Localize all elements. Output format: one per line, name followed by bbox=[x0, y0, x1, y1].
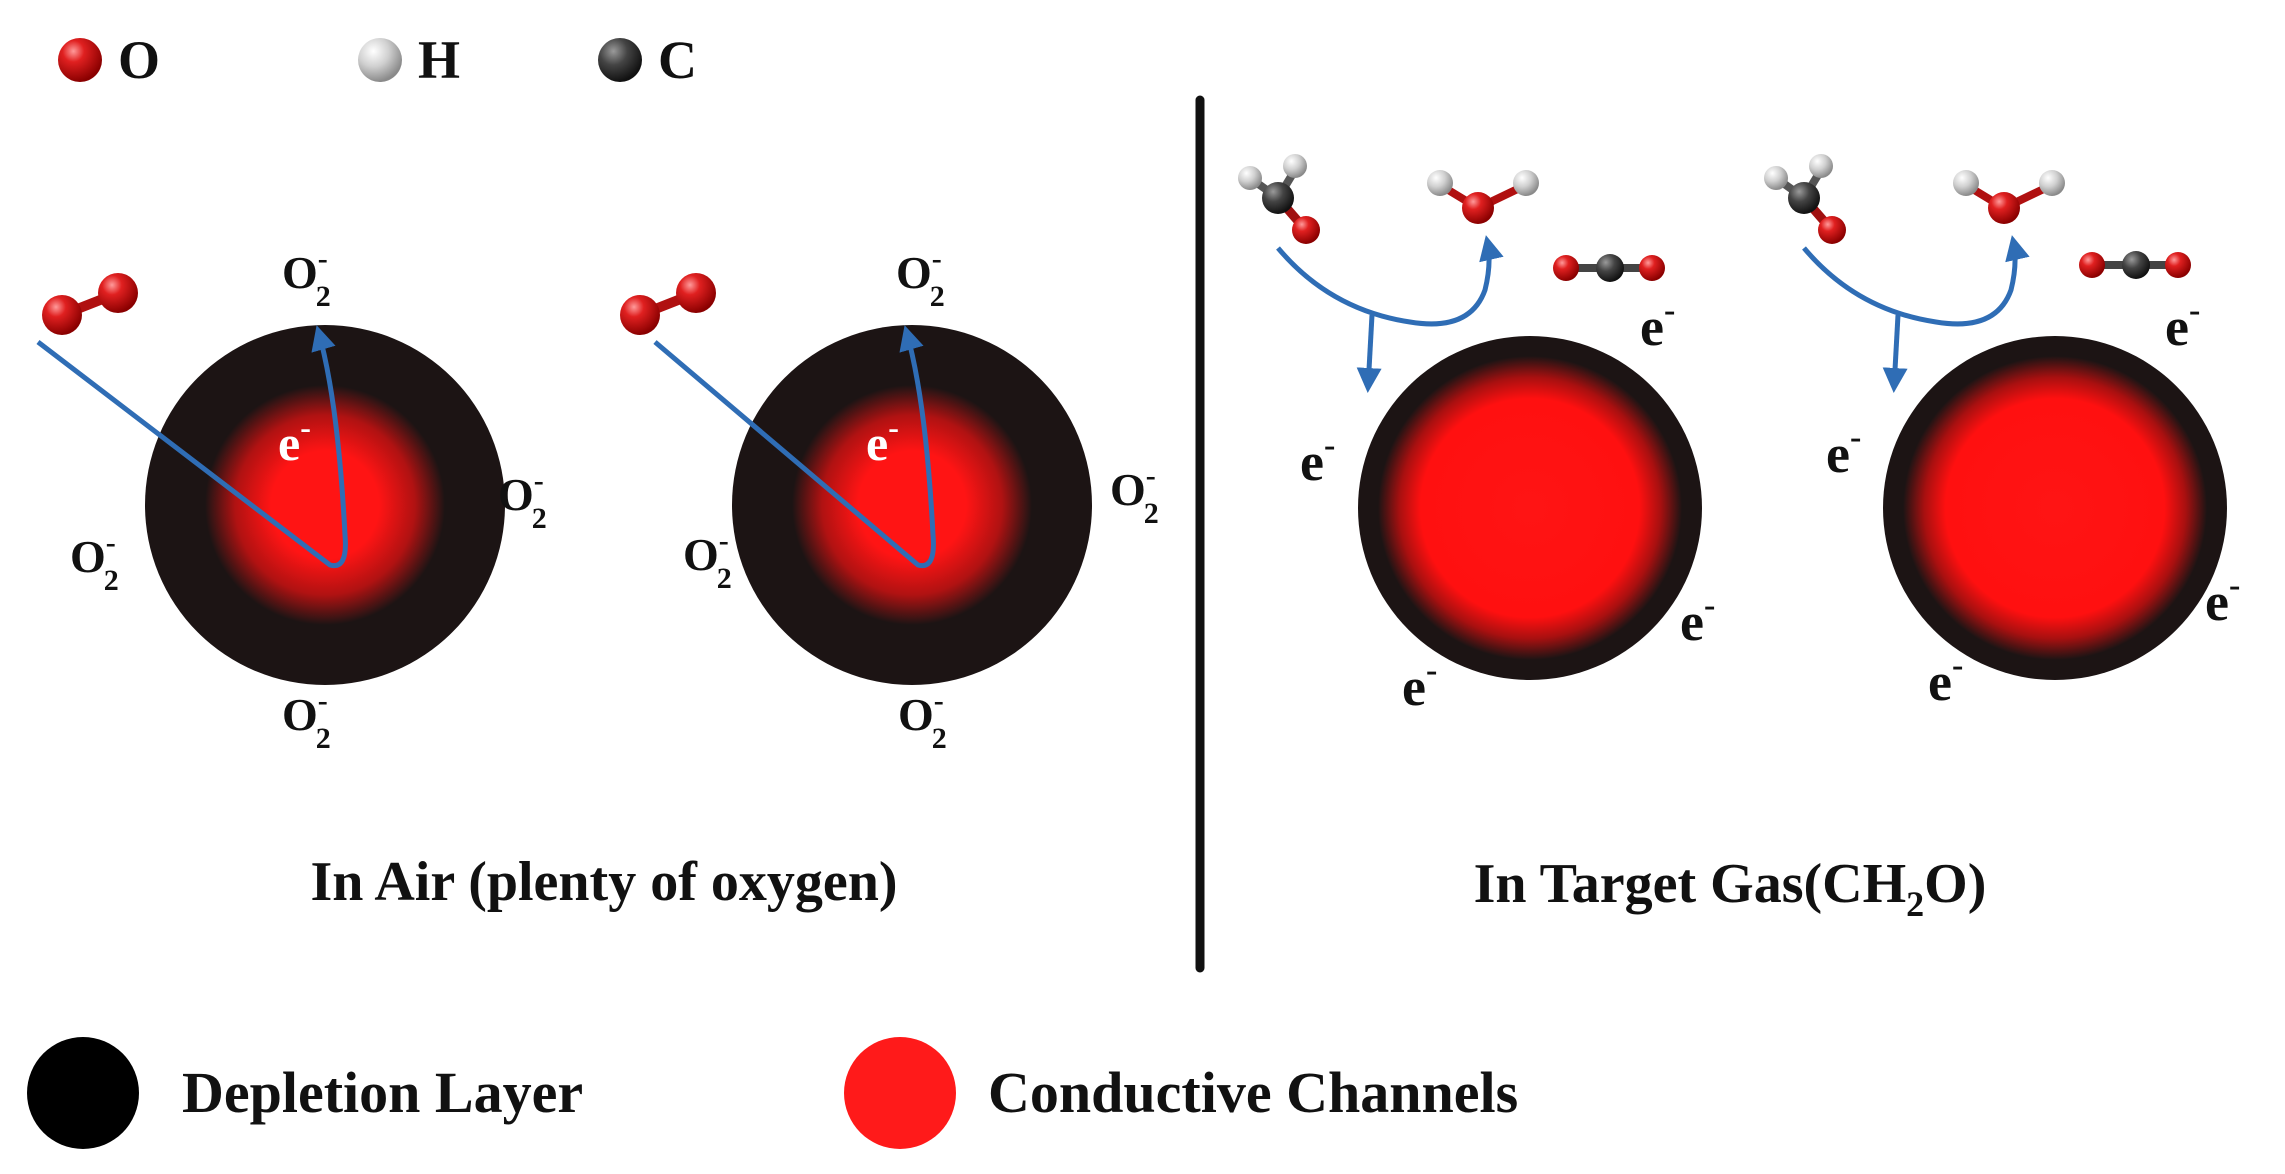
atom-legend-item-carbon: C bbox=[598, 30, 697, 90]
gas-panel-caption: In Target Gas(CH2O) bbox=[1474, 853, 1987, 924]
gas-panel: e- e- e- e- bbox=[1238, 154, 2240, 924]
conductive-channel bbox=[205, 385, 445, 625]
electron-release-arrow bbox=[1882, 314, 1908, 393]
conductive-channel-swatch bbox=[844, 1037, 956, 1149]
electron-label: e- bbox=[1680, 587, 1715, 652]
layer-legend-item-depletion: Depletion Layer bbox=[27, 1037, 583, 1149]
air-particle-2: e- O-2 O-2 O-2 O-2 bbox=[620, 242, 1159, 755]
electron-label: e- bbox=[1826, 419, 1861, 484]
oxygen-atom-icon bbox=[58, 38, 102, 82]
atom-legend-label-c: C bbox=[658, 30, 697, 90]
air-panel: e- O-2 O-2 O-2 O-2 e- O-2 O-2 O-2 O-2 In… bbox=[36, 242, 1159, 913]
electron-path-arrow bbox=[653, 325, 936, 569]
adsorbed-oxygen-ion-bottom: O-2 bbox=[898, 684, 947, 755]
layer-legend-label-depletion: Depletion Layer bbox=[182, 1060, 583, 1125]
electron-label: e- bbox=[1402, 652, 1437, 717]
reaction-path-arrow bbox=[1276, 235, 1504, 327]
adsorbed-oxygen-ion-left: O-2 bbox=[70, 526, 119, 597]
atom-legend-item-hydrogen: H bbox=[358, 30, 460, 90]
oxygen-molecule-icon bbox=[42, 273, 138, 335]
oxygen-molecule-icon bbox=[620, 273, 716, 335]
layer-legend-label-conductive: Conductive Channels bbox=[988, 1060, 1518, 1125]
atom-legend-label-h: H bbox=[418, 30, 460, 90]
carbon-dioxide-molecule-icon bbox=[1553, 254, 1665, 282]
adsorbed-oxygen-ion-left: O-2 bbox=[683, 524, 732, 595]
electron-label: e- bbox=[1300, 427, 1335, 492]
gas-particle-2: e- e- e- e- bbox=[1764, 154, 2240, 712]
electron-label: e- bbox=[2165, 292, 2200, 357]
conductive-channel bbox=[1378, 356, 1682, 660]
electron-label: e- bbox=[866, 409, 899, 471]
atom-legend-item-oxygen: O bbox=[58, 30, 160, 90]
electron-label: e- bbox=[2205, 567, 2240, 632]
atom-legend: O H C bbox=[58, 30, 697, 90]
electron-label: e- bbox=[278, 409, 311, 471]
hydrogen-atom-icon bbox=[358, 38, 402, 82]
layer-legend-item-conductive: Conductive Channels bbox=[844, 1037, 1518, 1149]
adsorbed-oxygen-ion-bottom: O-2 bbox=[282, 684, 331, 755]
adsorbed-oxygen-ion-top: O-2 bbox=[282, 242, 331, 313]
carbon-dioxide-molecule-icon bbox=[2079, 251, 2191, 279]
water-molecule-icon bbox=[1953, 170, 2065, 224]
carbon-atom-icon bbox=[598, 38, 642, 82]
adsorbed-oxygen-ion-top: O-2 bbox=[896, 242, 945, 313]
formaldehyde-molecule-icon bbox=[1238, 154, 1320, 244]
electron-label: e- bbox=[1640, 292, 1675, 357]
atom-legend-label-o: O bbox=[118, 30, 160, 90]
adsorbed-oxygen-ion-right: O-2 bbox=[498, 464, 547, 535]
water-molecule-icon bbox=[1427, 170, 1539, 224]
conductive-channel bbox=[1903, 356, 2207, 660]
air-particle-1: e- O-2 O-2 O-2 O-2 bbox=[36, 242, 547, 755]
formaldehyde-molecule-icon bbox=[1764, 154, 1846, 244]
layer-legend: Depletion Layer Conductive Channels bbox=[27, 1037, 1518, 1149]
electron-release-arrow bbox=[1356, 314, 1382, 393]
electron-label: e- bbox=[1928, 647, 1963, 712]
electron-path-arrow bbox=[36, 325, 348, 569]
depletion-layer-swatch bbox=[27, 1037, 139, 1149]
conductive-channel bbox=[792, 385, 1032, 625]
adsorbed-oxygen-ion-right: O-2 bbox=[1110, 459, 1159, 530]
gas-particle-1: e- e- e- e- bbox=[1238, 154, 1715, 717]
air-panel-caption: In Air (plenty of oxygen) bbox=[311, 851, 898, 913]
reaction-path-arrow bbox=[1802, 235, 2030, 327]
